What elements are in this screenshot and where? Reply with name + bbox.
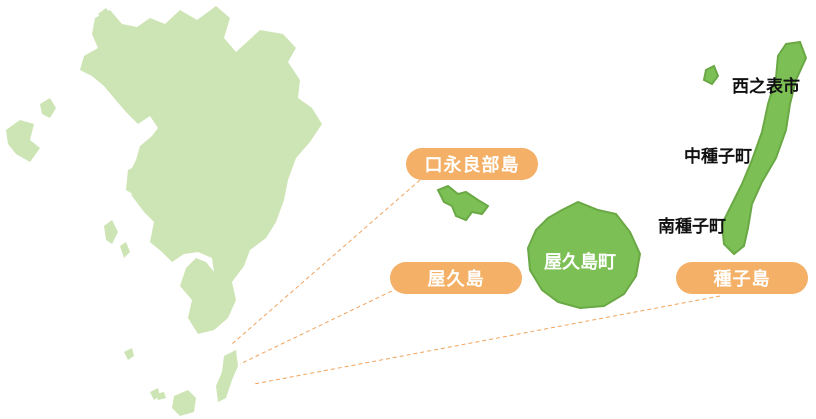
tanegashima-island[interactable] (720, 40, 808, 256)
kuchinoerabu-island[interactable] (436, 184, 490, 222)
leader-line-tanegashima (253, 295, 721, 385)
satsunan-islet-1 (124, 348, 134, 360)
yakushima-island[interactable] (526, 200, 642, 310)
mini-tanegashima (216, 350, 238, 402)
goto-islands-2 (40, 98, 56, 118)
mini-yakushima (172, 390, 196, 416)
amakusa-islands (126, 164, 150, 196)
koshiki-islands-2 (120, 242, 130, 258)
yakushima-town-label: 屋久島町 (544, 252, 616, 273)
nishinoomote-label: 西之表市 (732, 77, 800, 97)
yakushima-pill[interactable]: 屋久島 (390, 262, 522, 294)
leader-line-yakushima (239, 287, 399, 365)
minamitane-label: 南種子町 (658, 217, 726, 237)
kyushu-mainland (80, 6, 322, 334)
goto-islands (6, 120, 40, 162)
koshiki-islands (104, 220, 118, 244)
iki-island (98, 8, 112, 22)
mage-islet (702, 64, 720, 86)
tanegashima-pill[interactable]: 種子島 (676, 262, 808, 294)
kuchinoerabu-pill[interactable]: 口永良部島 (406, 148, 538, 180)
nakatane-label: 中種子町 (684, 147, 752, 167)
mini-kuchinoerabu (156, 392, 166, 400)
